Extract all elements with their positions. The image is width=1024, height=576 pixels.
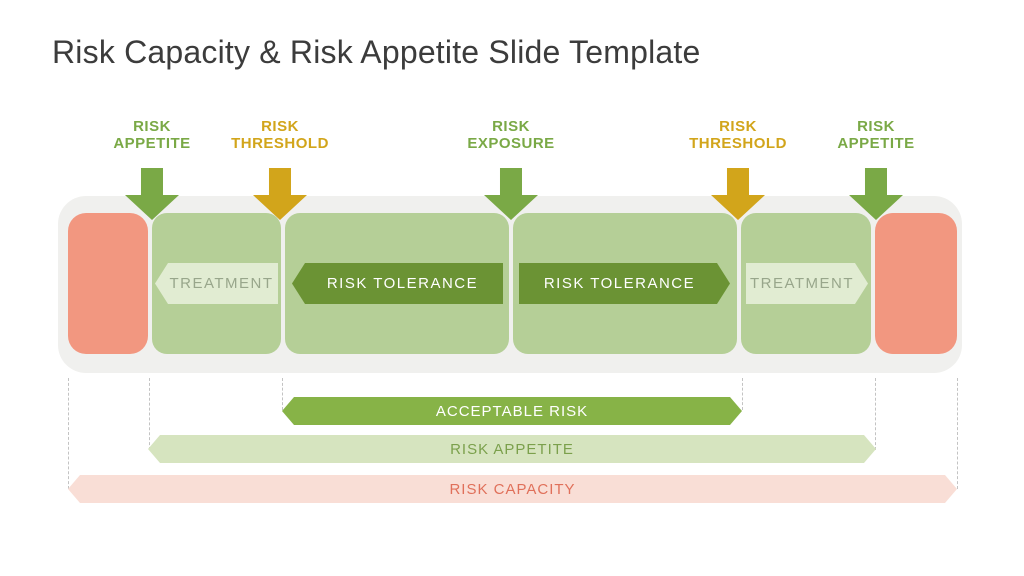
dashed-guide-line [957,378,958,489]
marker-label-line1: RISK [857,118,895,135]
risk-appetite-bar: RISK APPETITE [148,435,876,463]
marker-risk-appetite-right: RISK APPETITE [811,118,941,220]
dashed-guide-line [68,378,69,489]
marker-label: RISK APPETITE [811,118,941,152]
red-risk-zone-right [875,213,957,354]
marker-risk-threshold-right: RISK THRESHOLD [673,118,803,220]
treatment-arrow-right: TREATMENT [746,263,868,304]
marker-label-line1: RISK [133,118,171,135]
marker-label-line2: EXPOSURE [467,135,555,152]
dashed-guide-line [149,378,150,450]
risk-tolerance-arrow-right: RISK TOLERANCE [519,263,730,304]
marker-label-line2: THRESHOLD [231,135,329,152]
marker-label-line2: THRESHOLD [689,135,787,152]
treatment-arrow-left: TREATMENT [155,263,278,304]
marker-label-line2: APPETITE [837,135,915,152]
dashed-guide-line [742,378,743,410]
down-arrow-icon [253,168,307,220]
marker-label: RISK APPETITE [87,118,217,152]
risk-tolerance-arrow-left: RISK TOLERANCE [292,263,503,304]
acceptable-risk-bar: ACCEPTABLE RISK [282,397,742,425]
marker-label-line2: APPETITE [113,135,191,152]
marker-label-line1: RISK [261,118,299,135]
slide-title: Risk Capacity & Risk Appetite Slide Temp… [52,34,701,70]
marker-risk-threshold-left: RISK THRESHOLD [215,118,345,220]
marker-label-line1: RISK [492,118,530,135]
marker-label: RISK THRESHOLD [673,118,803,152]
dashed-guide-line [282,378,283,410]
risk-capacity-bar: RISK CAPACITY [68,475,957,503]
marker-risk-exposure: RISK EXPOSURE [446,118,576,220]
marker-label: RISK THRESHOLD [215,118,345,152]
down-arrow-icon [484,168,538,220]
red-risk-zone-left [68,213,148,354]
dashed-guide-line [875,378,876,450]
down-arrow-icon [711,168,765,220]
down-arrow-icon [849,168,903,220]
down-arrow-icon [125,168,179,220]
marker-label: RISK EXPOSURE [446,118,576,152]
marker-label-line1: RISK [719,118,757,135]
marker-risk-appetite-left: RISK APPETITE [87,118,217,220]
